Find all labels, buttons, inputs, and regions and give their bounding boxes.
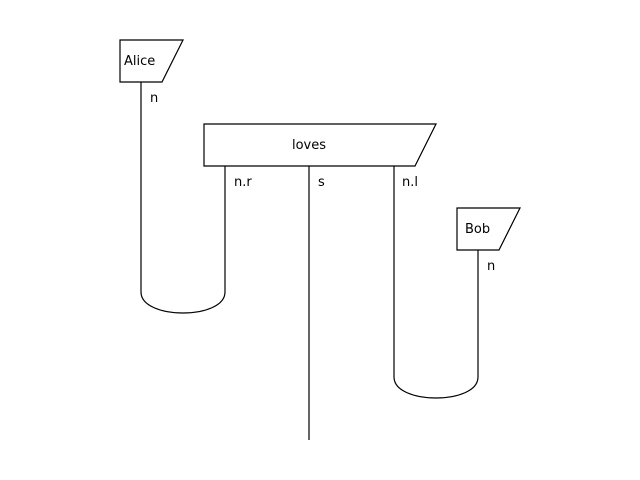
loves-to-bob-cup-wire <box>393 166 479 399</box>
bob-box-shape <box>456 207 521 251</box>
loves-box-shape <box>203 123 437 167</box>
loves-box-label: loves <box>292 138 326 153</box>
bob-box: Bob <box>456 207 521 251</box>
alice-box-shape <box>119 39 184 83</box>
alice-output-type-label: n <box>150 91 158 106</box>
loves-middle-type-label: s <box>318 175 325 190</box>
alice-box: Alice <box>119 39 184 83</box>
bob-output-type-label: n <box>487 259 495 274</box>
alice-to-loves-cup-wire <box>140 82 226 314</box>
bob-box-label: Bob <box>465 222 490 237</box>
alice-box-label: Alice <box>124 54 155 69</box>
loves-right-type-label: n.l <box>402 175 418 190</box>
loves-box: loves <box>203 123 437 167</box>
loves-left-type-label: n.r <box>234 175 252 190</box>
